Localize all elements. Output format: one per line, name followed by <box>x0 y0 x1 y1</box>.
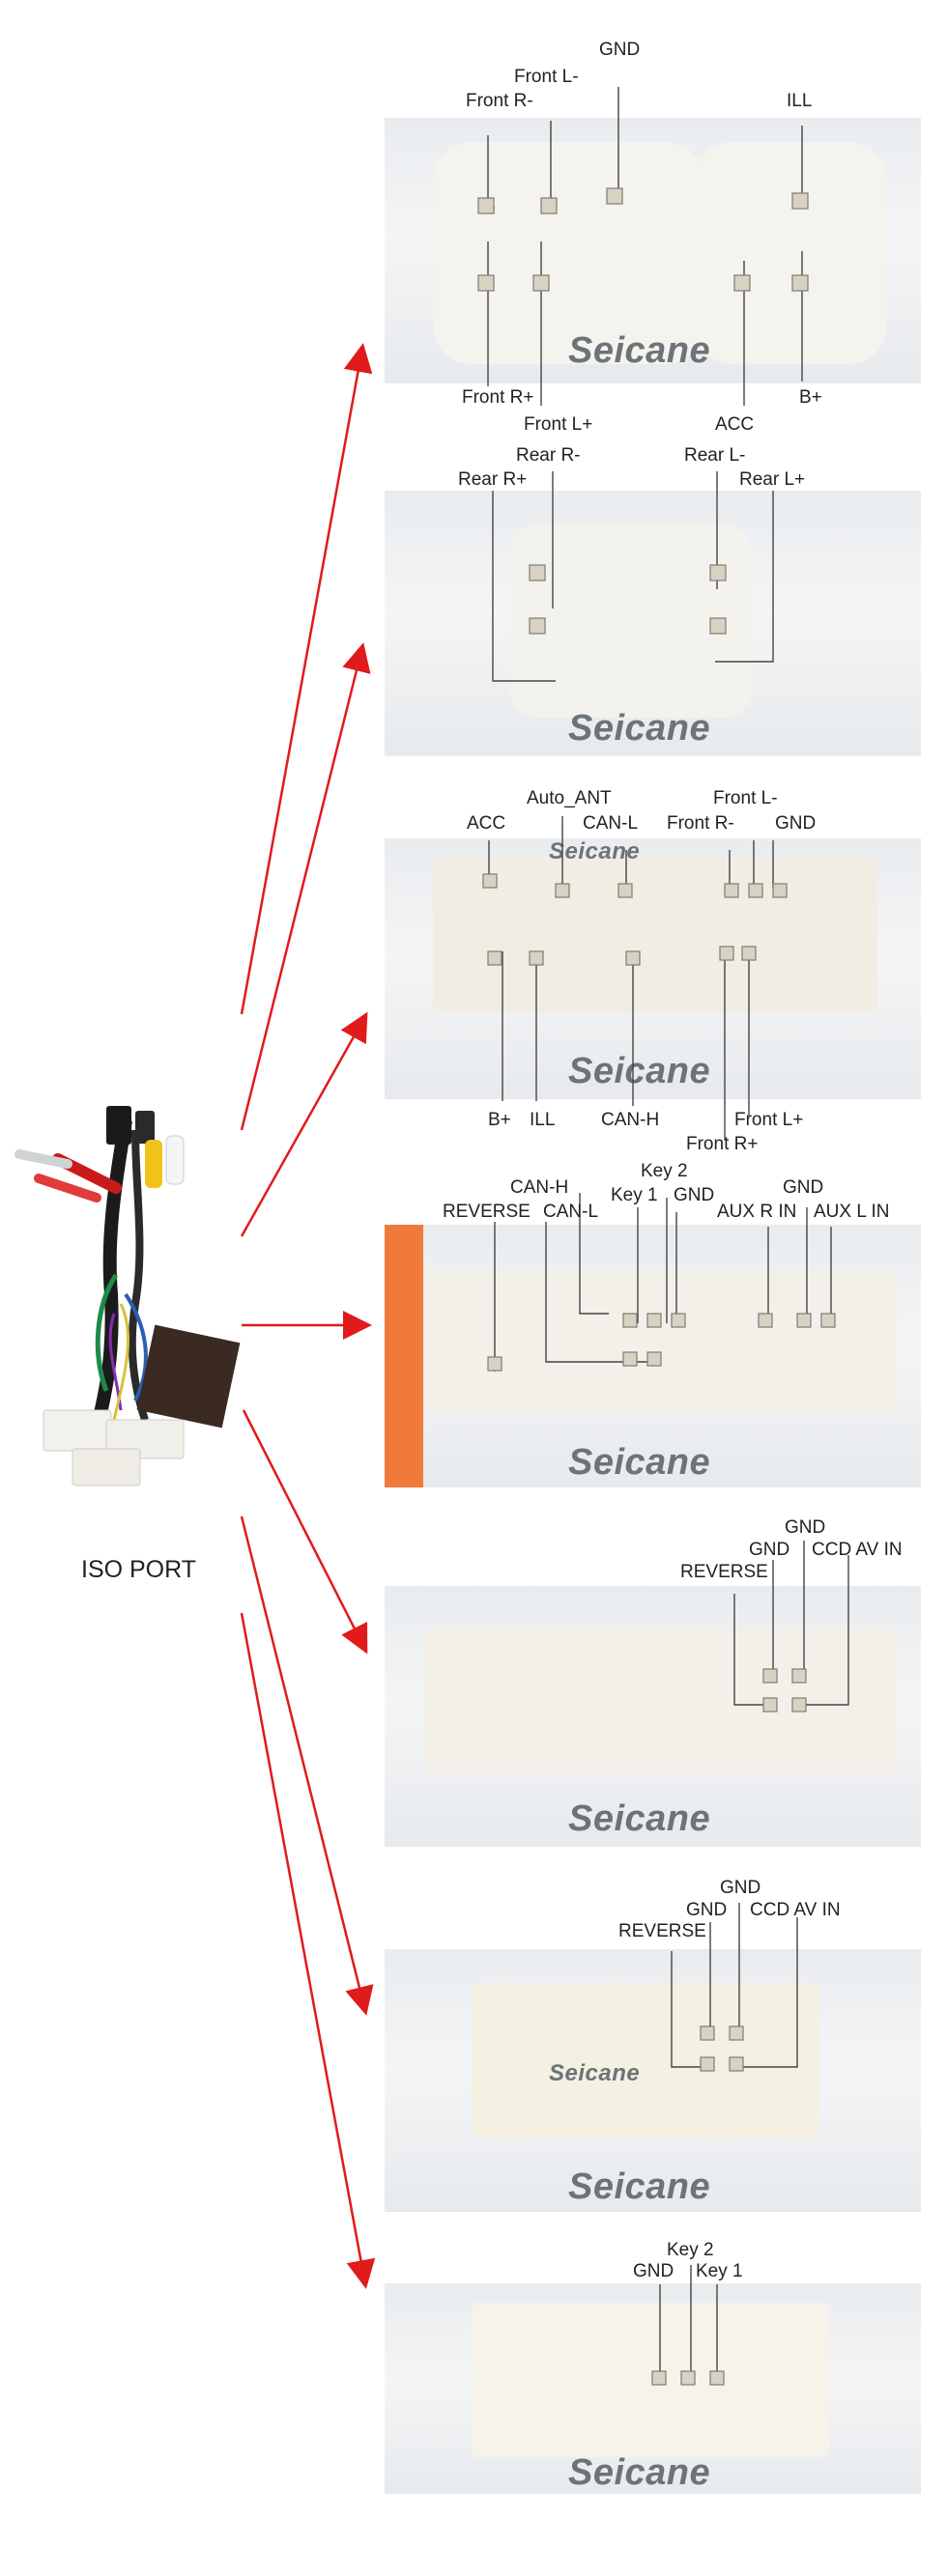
pin-label: GND <box>599 40 641 60</box>
connector-panel-2: Seicane <box>385 491 921 756</box>
pin-label: GND <box>749 1540 790 1560</box>
pin-label: REVERSE <box>680 1562 768 1582</box>
pin-label: AUX R IN <box>717 1202 797 1222</box>
watermark: Seicane <box>549 2060 641 2086</box>
pin-label: Front R+ <box>686 1134 759 1154</box>
pin-label: GND <box>785 1517 826 1538</box>
pin-label: GND <box>686 1900 728 1920</box>
pin-label: Front R+ <box>462 387 534 408</box>
pin-label: AUX L IN <box>814 1202 890 1222</box>
pin-label: Key 1 <box>611 1185 658 1205</box>
watermark: Seicane <box>568 2452 711 2493</box>
connector-panel-5: Seicane <box>385 1586 921 1847</box>
connector-panel-7: Seicane <box>385 2283 921 2494</box>
pin-label: REVERSE <box>443 1202 531 1222</box>
pin-label: Front R- <box>466 91 533 111</box>
harness-illustration <box>14 1106 241 1486</box>
iso-port-label: ISO PORT <box>81 1556 197 1583</box>
pin-label: CAN-L <box>583 813 639 834</box>
pin-label: GND <box>720 1878 761 1898</box>
pin-label: CCD AV IN <box>750 1900 841 1920</box>
pin-label: Front L+ <box>734 1110 804 1130</box>
pin-label: Rear R+ <box>458 469 528 490</box>
pin-label: Auto_ANT <box>527 788 612 808</box>
pin-label: Front L- <box>713 788 778 808</box>
pin-label: B+ <box>488 1110 511 1130</box>
pin-label: Key 1 <box>696 2261 743 2281</box>
connector-panel-4: Seicane <box>385 1225 921 1487</box>
pin-label: GND <box>783 1177 824 1198</box>
watermark: Seicane <box>568 2166 711 2207</box>
pin-label: CAN-H <box>601 1110 660 1130</box>
watermark: Seicane <box>568 1051 711 1091</box>
pin-label: GND <box>775 813 817 834</box>
pin-label: GND <box>674 1185 715 1205</box>
connector-panel-1: Seicane <box>385 118 921 383</box>
watermark: Seicane <box>568 330 711 371</box>
pin-label: Rear L+ <box>739 469 806 490</box>
pin-label: B+ <box>799 387 822 408</box>
pin-label: GND <box>633 2261 674 2281</box>
watermark: Seicane <box>568 708 711 749</box>
pin-label: ACC <box>467 813 506 834</box>
pin-label: Rear R- <box>516 445 581 466</box>
pin-label: Front L- <box>514 67 579 87</box>
pin-label: Front R- <box>667 813 734 834</box>
watermark: Seicane <box>568 1442 711 1483</box>
connector-panel-6: Seicane Seicane <box>385 1949 921 2212</box>
watermark: Seicane <box>549 838 641 864</box>
pin-label: Rear L- <box>684 445 746 466</box>
pin-label: ACC <box>715 414 755 435</box>
pin-label: Key 2 <box>667 2240 714 2260</box>
arrows <box>240 343 376 2289</box>
connector-panel-3: Seicane Seicane <box>385 838 921 1099</box>
pin-label: Key 2 <box>641 1161 688 1181</box>
pin-label: CAN-H <box>510 1177 569 1198</box>
pin-label: ILL <box>787 91 813 111</box>
pin-label: Front L+ <box>524 414 593 435</box>
pin-label: ILL <box>530 1110 556 1130</box>
pin-label: CAN-L <box>543 1202 599 1222</box>
pin-label: CCD AV IN <box>812 1540 903 1560</box>
watermark: Seicane <box>568 1798 711 1839</box>
pin-label: REVERSE <box>618 1921 706 1941</box>
